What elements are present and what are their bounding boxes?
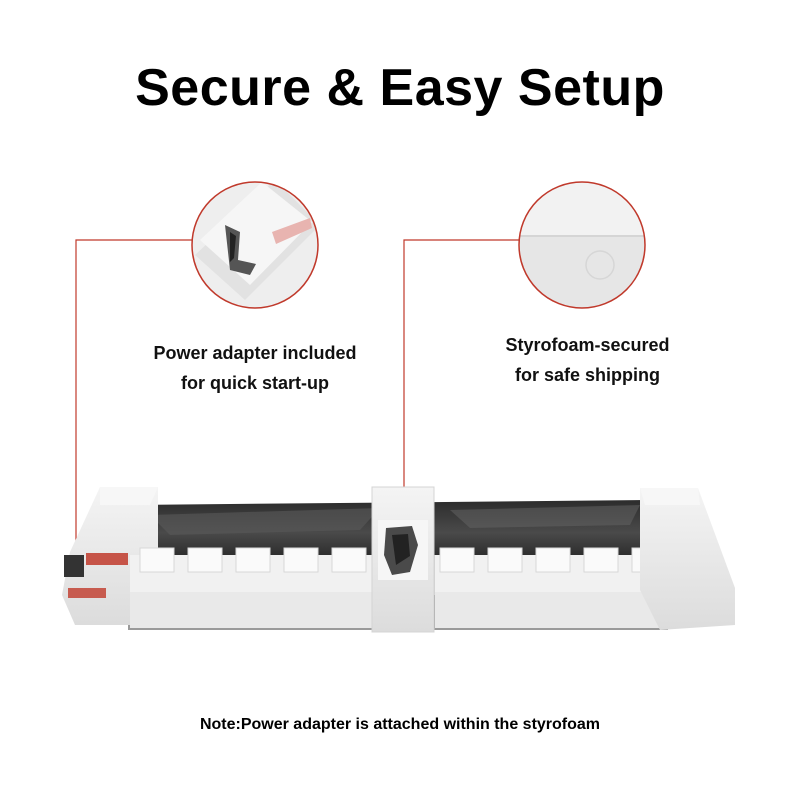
callout-adapter-line2: for quick start-up bbox=[180, 373, 329, 393]
zoom-circle-styrofoam bbox=[518, 181, 646, 309]
callout-adapter-line1: Power adapter included bbox=[153, 343, 357, 363]
foam-rail bbox=[130, 547, 680, 628]
callout-styrofoam: Styrofoam-secured for safe shipping bbox=[460, 330, 715, 390]
zoom-circle-adapter bbox=[191, 181, 319, 309]
callout-styrofoam-line2: for safe shipping bbox=[514, 365, 660, 385]
page-title: Secure & Easy Setup bbox=[135, 59, 665, 117]
setup-note: Note:Power adapter is attached within th… bbox=[199, 716, 601, 733]
callout-styrofoam-line1: Styrofoam-secured bbox=[505, 335, 670, 355]
foam-center-block bbox=[371, 486, 435, 633]
callout-adapter: Power adapter included for quick start-u… bbox=[120, 338, 390, 398]
foam-end-right bbox=[640, 488, 735, 630]
